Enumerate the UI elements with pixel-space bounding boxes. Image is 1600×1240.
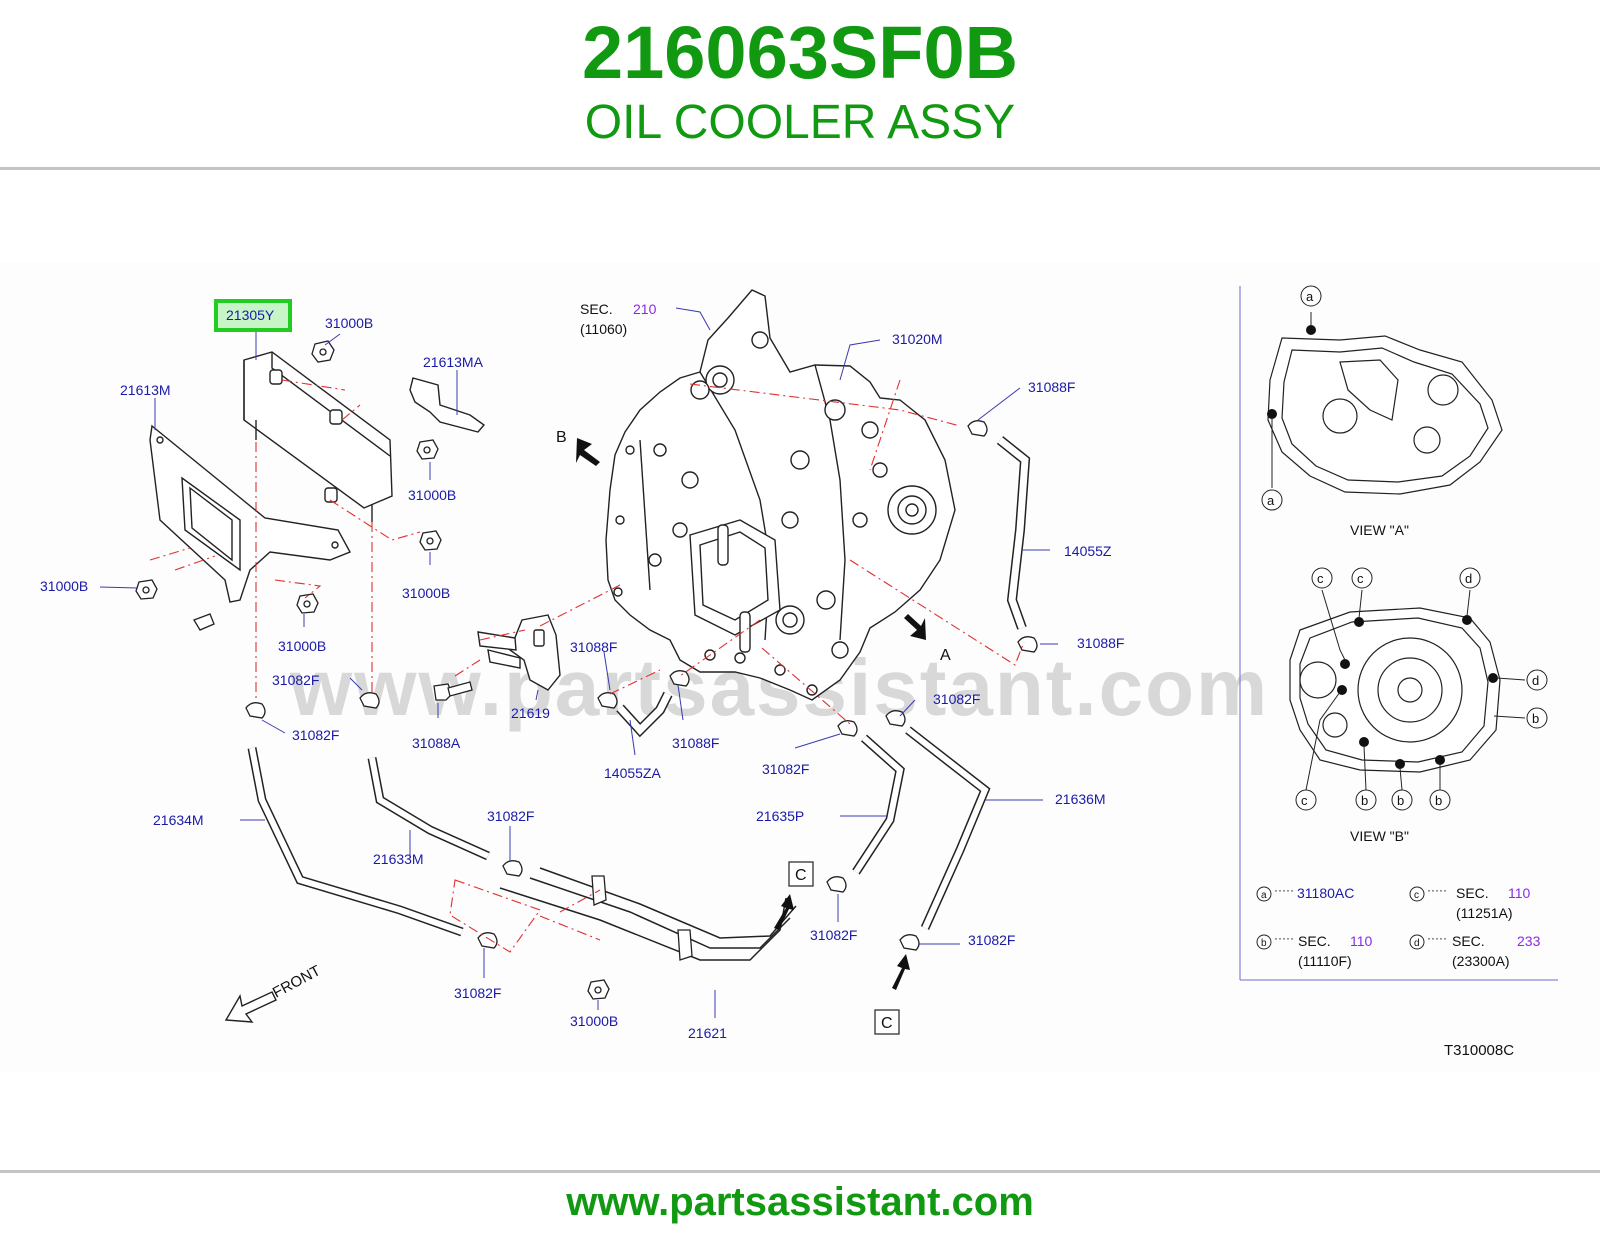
marker-c: c (1357, 571, 1364, 586)
sec-label: SEC. (580, 301, 613, 317)
label-31000b[interactable]: 31000B (40, 578, 88, 594)
legend-sub: (11251A) (1456, 905, 1513, 921)
highlight-box (214, 299, 292, 332)
view-a-label: A (940, 647, 951, 664)
diagram-svg: www.partsassistant.com (40, 285, 1558, 1059)
marker-d: d (1465, 571, 1472, 586)
view-b-label: B (556, 429, 567, 446)
part-labels: 21305Y 31000B 21613MA 21613M 31000B 3100… (40, 301, 1514, 1059)
footer-divider (0, 1170, 1600, 1173)
label-21635p[interactable]: 21635P (756, 808, 804, 824)
legend-sub: (11110F) (1298, 953, 1352, 969)
view-a-drawing[interactable] (1267, 335, 1503, 495)
view-arrows (576, 438, 926, 990)
page-header: 216063SF0B OIL COOLER ASSY (0, 0, 1600, 168)
label-14055z[interactable]: 14055Z (1064, 543, 1112, 559)
label-31082f[interactable]: 31082F (933, 691, 980, 707)
label-31088f[interactable]: 31088F (570, 639, 617, 655)
legend-sec-number[interactable]: 110 (1508, 885, 1531, 901)
marker-b: b (1397, 793, 1404, 808)
legend-dots: ····· (1274, 883, 1294, 897)
label-21619[interactable]: 21619 (511, 705, 550, 721)
label-21305y[interactable]: 21305Y (226, 307, 275, 323)
marker-c: c (1301, 793, 1308, 808)
view-a-title: VIEW "A" (1350, 522, 1409, 538)
label-31082f[interactable]: 31082F (454, 985, 501, 1001)
label-31088f[interactable]: 31088F (1077, 635, 1124, 651)
label-31082f[interactable]: 31082F (810, 927, 857, 943)
legend-key: d (1414, 938, 1420, 949)
marker-a: a (1306, 289, 1314, 304)
label-31000b[interactable]: 31000B (278, 638, 326, 654)
marker-c: c (1317, 571, 1324, 586)
legend-sec-number[interactable]: 110 (1350, 933, 1373, 949)
marker-b: b (1361, 793, 1368, 808)
label-21621[interactable]: 21621 (688, 1025, 727, 1041)
label-31000b[interactable]: 31000B (408, 487, 456, 503)
view-a-markers: a a VIEW "A" (1261, 285, 1409, 538)
marker-b: b (1532, 711, 1539, 726)
c-marker-label: C (795, 867, 807, 884)
c-markers: C C (788, 861, 900, 1035)
label-21613ma[interactable]: 21613MA (423, 354, 484, 370)
reference-lines (149, 379, 1025, 953)
legend-key: c (1414, 890, 1419, 901)
diagram-code: T310008C (1444, 1042, 1514, 1059)
label-31082f[interactable]: 31082F (272, 672, 319, 688)
label-31000b[interactable]: 31000B (402, 585, 450, 601)
label-21613m[interactable]: 21613M (120, 382, 171, 398)
label-31082f[interactable]: 31082F (968, 932, 1015, 948)
view-panel (1239, 286, 1558, 981)
label-31082f[interactable]: 31082F (762, 761, 809, 777)
label-14055za[interactable]: 14055ZA (604, 765, 661, 781)
legend-key: b (1261, 938, 1267, 949)
label-31000b[interactable]: 31000B (570, 1013, 618, 1029)
front-arrow: FRONT (224, 962, 324, 1023)
label-31020m[interactable]: 31020M (892, 331, 943, 347)
legend-part[interactable]: 31180AC (1297, 885, 1354, 901)
label-31082f[interactable]: 31082F (292, 727, 339, 743)
view-b-title: VIEW "B" (1350, 828, 1409, 844)
legend: a ····· 31180AC b ····· SEC. 110 (11110F… (1256, 883, 1541, 969)
label-31088f[interactable]: 31088F (672, 735, 719, 751)
label-31000b[interactable]: 31000B (325, 315, 373, 331)
part-name-subtitle: OIL COOLER ASSY (584, 96, 1016, 149)
bracket-21613m[interactable] (149, 424, 351, 603)
legend-dots: ····· (1427, 931, 1447, 945)
sec-code: (11060) (580, 321, 627, 337)
label-31082f[interactable]: 31082F (487, 808, 534, 824)
part-number-title: 216063SF0B (581, 11, 1019, 94)
label-31088a[interactable]: 31088A (412, 735, 461, 751)
legend-sec-number[interactable]: 233 (1517, 933, 1541, 949)
marker-a: a (1267, 493, 1275, 508)
label-21634m[interactable]: 21634M (153, 812, 204, 828)
bracket-21613ma[interactable] (409, 377, 486, 433)
view-b-markers: c c d d b c b b b VIEW "B" (1295, 567, 1548, 844)
label-21636m[interactable]: 21636M (1055, 791, 1106, 807)
legend-sec: SEC. (1456, 885, 1489, 901)
header-divider (0, 167, 1600, 170)
legend-dots: ····· (1274, 931, 1294, 945)
legend-sub: (23300A) (1452, 953, 1510, 969)
view-b-drawing[interactable] (1289, 607, 1501, 773)
legend-dots: ····· (1427, 883, 1447, 897)
c-marker-label: C (881, 1015, 893, 1032)
oil-cooler-21305y[interactable] (243, 351, 393, 522)
label-31088f[interactable]: 31088F (1028, 379, 1075, 395)
legend-sec: SEC. (1298, 933, 1331, 949)
hoses[interactable] (247, 436, 1031, 961)
transmission-assembly[interactable] (605, 289, 956, 701)
sec-number[interactable]: 210 (633, 301, 657, 317)
marker-d: d (1532, 673, 1539, 688)
bracket-21619[interactable] (477, 614, 561, 691)
parts-diagram: www.partsassistant.com (0, 262, 1600, 1072)
footer-website-link[interactable]: www.partsassistant.com (566, 1180, 1034, 1224)
marker-b: b (1435, 793, 1442, 808)
hardware-parts (135, 340, 1038, 1000)
front-label: FRONT (270, 962, 324, 1001)
legend-key: a (1261, 890, 1267, 901)
legend-sec: SEC. (1452, 933, 1485, 949)
label-21633m[interactable]: 21633M (373, 851, 424, 867)
